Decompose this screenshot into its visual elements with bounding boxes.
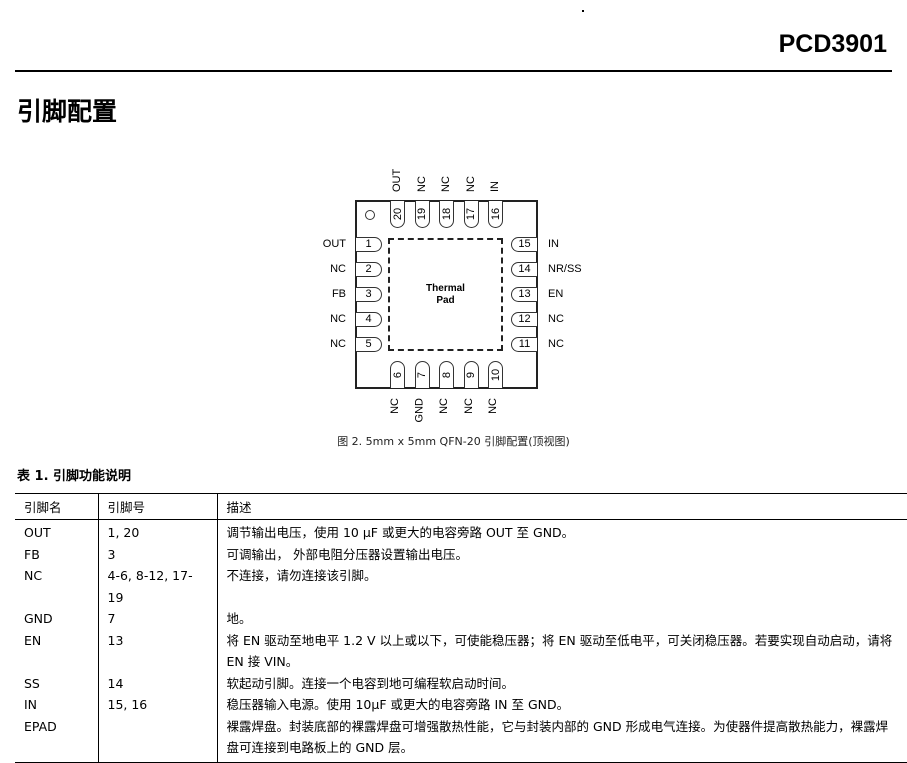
pin-number-cell: 1, 20 <box>97 519 217 544</box>
pin-19: 19 <box>414 201 430 228</box>
thermal-pad <box>388 238 503 351</box>
pin-number: 7 <box>416 371 428 379</box>
pin-number: 19 <box>416 207 428 221</box>
thermal-pad-label-line: Pad <box>436 295 455 306</box>
pin-11: 11 <box>511 337 537 352</box>
pin-number-cell: 15, 16 <box>97 694 217 716</box>
pin-name: NC <box>487 398 499 414</box>
pin-2: 2 <box>356 262 382 277</box>
page-dot <box>582 10 584 12</box>
pin-number-cell: 3 <box>97 543 217 565</box>
pin-number-cell: 7 <box>97 608 217 630</box>
pin-name-cell: OUT <box>24 525 51 540</box>
pin-9: 9 <box>463 361 479 388</box>
pin-name: NC <box>330 313 346 325</box>
pin-name: NC <box>462 398 475 414</box>
table-caption: 表 1. 引脚功能说明 <box>17 469 132 484</box>
pin-5: 5 <box>356 337 382 352</box>
pin-17: 17 <box>463 201 479 228</box>
part-number: PCD3901 <box>778 30 887 58</box>
description-cell: 裸露焊盘。封装底部的裸露焊盘可增强散热性能，它与封装内部的 GND 形成电气连接… <box>216 715 907 763</box>
pin-name: NC <box>330 338 346 350</box>
pin-16: 16 <box>488 201 503 228</box>
pin-10: 10 <box>488 361 503 388</box>
pin-name: NC <box>464 176 477 192</box>
pin-name: EN <box>548 288 564 300</box>
pin-name: NC <box>440 176 452 192</box>
pin-number-cell: 13 <box>97 629 217 673</box>
pin-name: NC <box>438 398 450 414</box>
header-rule <box>15 70 892 72</box>
pin-number: 20 <box>391 207 404 221</box>
pin-name: OUT <box>391 168 403 192</box>
header-description: 描述 <box>216 493 907 520</box>
pin-number: 10 <box>489 368 502 382</box>
pin-name: NC <box>548 338 564 350</box>
pin-name: NC <box>548 313 564 325</box>
pin-14: 14 <box>511 262 537 277</box>
description-cell: 软起动引脚。连接一个电容到地可编程软启动时间。 <box>216 672 907 694</box>
section-title: 引脚配置 <box>17 97 118 126</box>
pin-number-cell: 4-6, 8-12, 17-19 <box>97 565 217 608</box>
pin-7: 7 <box>414 361 430 388</box>
table-row: EPAD 裸露焊盘。封装底部的裸露焊盘可增强散热性能，它与封装内部的 GND 形成… <box>15 715 907 763</box>
pin-name-cell: NC <box>24 568 43 583</box>
thermal-pad-label-line: Thermal <box>426 283 465 294</box>
pin-name: IN <box>548 238 559 250</box>
pin-name-cell: EN <box>24 632 42 648</box>
pin-4: 4 <box>356 312 382 327</box>
header-pin-number: 引脚号 <box>97 493 217 520</box>
pin-name: NC <box>389 398 401 414</box>
pin-12: 12 <box>511 312 537 327</box>
pin-number: 17 <box>465 207 477 221</box>
pin-18: 18 <box>439 201 454 228</box>
pin-13: 13 <box>511 287 537 302</box>
pin-name-cell: FB <box>24 546 40 562</box>
pin-name-cell: IN <box>24 697 38 712</box>
pin-number: 6 <box>391 371 404 379</box>
header-pin-name: 引脚名 <box>15 493 98 520</box>
pin-name: IN <box>489 181 501 192</box>
pin-name: OUT <box>322 238 346 250</box>
pin-number-cell <box>97 715 217 763</box>
description-cell: 不连接，请勿连接该引脚。 <box>216 565 907 608</box>
pin-number-cell: 14 <box>97 672 217 694</box>
pin-number: 8 <box>440 371 453 379</box>
pin-name: FB <box>331 288 346 300</box>
pin-name: NC <box>330 263 346 275</box>
description-cell: 地。 <box>216 608 907 630</box>
pin-name-cell: SS <box>24 675 40 691</box>
pin-name: GND <box>413 398 426 423</box>
pin-name: NR/SS <box>548 263 582 275</box>
description-cell: 将 EN 驱动至地电平 1.2 V 以上或以下，可使能稳压器；将 EN 驱动至低… <box>216 629 907 673</box>
pin-6: 6 <box>390 361 405 388</box>
pin-name-cell: EPAD <box>15 715 98 763</box>
description-cell: 可调输出， 外部电阻分压器设置输出电压。 <box>216 543 907 565</box>
pin-name: NC <box>415 176 428 192</box>
pin-1: 1 <box>356 237 382 252</box>
pin-15: 15 <box>511 237 537 252</box>
pin-number: 9 <box>465 371 477 379</box>
pin-number: 18 <box>440 207 453 221</box>
pin-name-cell: GND <box>24 611 53 626</box>
pin-number: 16 <box>489 207 502 221</box>
pin-3: 3 <box>356 287 382 302</box>
description-cell: 调节输出电压，使用 10 µF 或更大的电容旁路 OUT 至 GND。 <box>216 519 907 544</box>
pin1-marker <box>365 210 375 220</box>
figure-caption: 图 2. 5mm x 5mm QFN-20 引脚配置(顶视图) <box>337 435 570 448</box>
pin-20: 20 <box>390 201 405 228</box>
description-cell: 稳压器输入电源。使用 10µF 或更大的电容旁路 IN 至 GND。 <box>216 694 907 716</box>
thermal-pad-label: Thermal Pad <box>388 283 503 307</box>
pin-8: 8 <box>439 361 454 388</box>
